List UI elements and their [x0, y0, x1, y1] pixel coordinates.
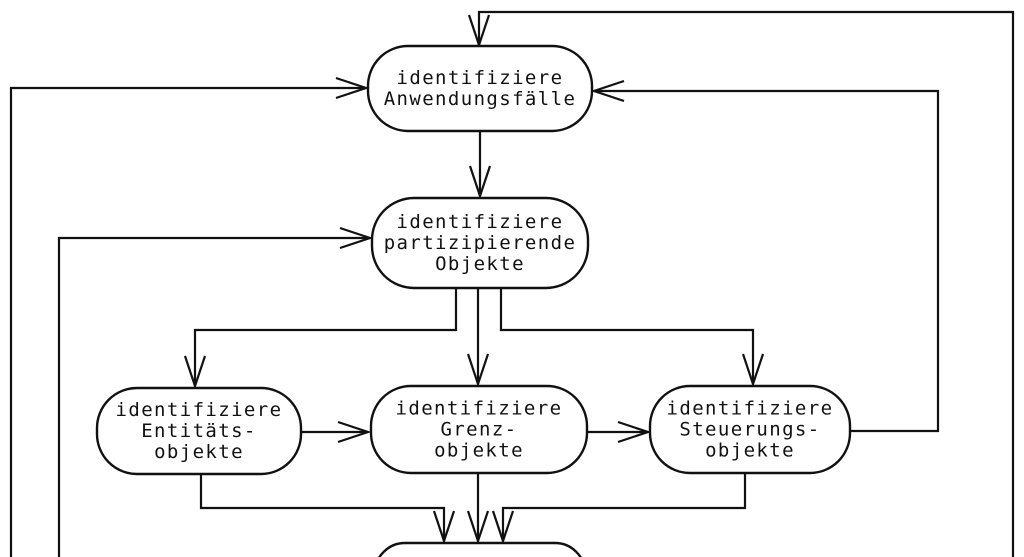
edge-steuerungsobjekte-to-anwendungsfaelle-right [590, 79, 940, 433]
node-shape [369, 384, 589, 475]
arrowhead-icon [339, 226, 374, 250]
edge-loop-left-outer-to-anwendungsfaelle-left [9, 76, 370, 557]
arrowhead-icon [432, 510, 456, 545]
node-shape [95, 386, 303, 476]
arrowhead-icon [741, 353, 765, 388]
edge-entitaetsobjekte-to-bottom-node [199, 474, 456, 545]
arrowhead-icon [335, 76, 370, 100]
arrowhead-icon [337, 420, 372, 444]
arrowhead-icon [466, 353, 490, 388]
edge-partizipierende-to-steuerungsobjekte [499, 288, 765, 388]
node-cropped-bottom-node [378, 541, 582, 557]
arrowhead-icon [617, 420, 652, 444]
edge-grenzobjekte-to-steuerungsobjekte [587, 420, 652, 444]
edge-entitaetsobjekte-to-grenzobjekte [301, 420, 372, 444]
node-shape [366, 44, 594, 133]
edge-loop-left-inner-to-partizipierende-left [57, 226, 374, 557]
arrowhead-icon [590, 79, 625, 103]
arrowhead-icon [468, 165, 492, 200]
node-shape [648, 384, 852, 475]
edge-grenzobjekte-to-bottom-node [466, 473, 490, 545]
edge-partizipierende-to-entitaetsobjekte [183, 288, 458, 390]
node-shape [378, 541, 582, 557]
edge-anwendungsfaelle-to-partizipierende [468, 131, 492, 200]
arrowhead-icon [183, 355, 207, 390]
arrowhead-icon [466, 510, 490, 545]
edge-partizipierende-to-grenzobjekte [466, 288, 490, 388]
arrowhead-icon [491, 510, 515, 545]
node-shape [370, 196, 590, 290]
edge-steuerungsobjekte-to-bottom-node [491, 473, 747, 545]
